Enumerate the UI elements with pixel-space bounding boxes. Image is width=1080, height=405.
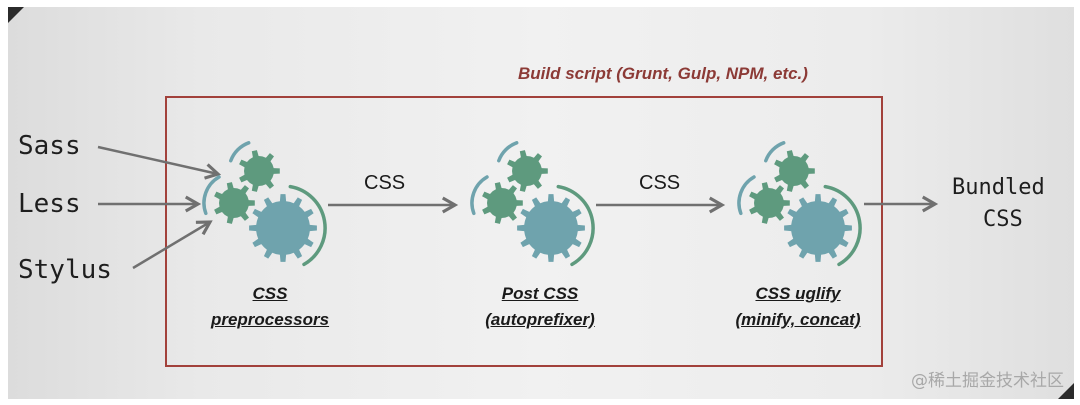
gears-icon <box>202 141 327 267</box>
watermark: @稀土掘金技术社区 <box>911 371 1064 391</box>
rotation-arc <box>737 175 756 216</box>
stage-preprocessors-label: CSS preprocessors <box>180 281 360 333</box>
connector-label-css-2: CSS <box>639 172 681 194</box>
gear-large <box>249 194 317 262</box>
stage-subtitle: (autoprefixer) <box>485 310 595 329</box>
build-script-frame <box>165 96 883 367</box>
corner-mark <box>8 7 24 23</box>
input-sass: Sass <box>18 131 81 161</box>
gear-small-left <box>482 182 523 224</box>
rotation-arc <box>202 175 221 216</box>
gear-small-top <box>774 150 815 192</box>
input-stylus: Stylus <box>18 255 112 285</box>
gear-small-top <box>239 150 280 192</box>
output-line1: Bundled <box>952 175 1045 200</box>
arrow-stylus <box>132 220 213 270</box>
arrow-sass <box>97 145 222 180</box>
build-script-label: Build script (Grunt, Gulp, NPM, etc.) <box>518 64 808 83</box>
stage-postcss-label: Post CSS (autoprefixer) <box>450 281 630 333</box>
corner-mark <box>1058 383 1074 399</box>
rotation-arc <box>288 184 327 267</box>
rotation-arc <box>229 141 251 163</box>
rotation-arc <box>823 184 862 267</box>
gear-small-top <box>507 150 548 192</box>
rotation-arc <box>764 141 786 163</box>
stage-title: Post CSS <box>501 284 579 303</box>
gear-large <box>784 194 852 262</box>
stage-uglify-label: CSS uglify (minify, concat) <box>708 281 888 333</box>
gears-icon <box>470 141 595 267</box>
input-less: Less <box>18 189 81 219</box>
gear-small-left <box>214 182 255 224</box>
stage-subtitle: preprocessors <box>210 310 330 329</box>
rotation-arc <box>556 184 595 267</box>
rotation-arc <box>497 141 519 163</box>
gear-small-left <box>749 182 790 224</box>
gear-large <box>517 194 585 262</box>
output-line2: CSS <box>983 207 1023 232</box>
connector-label-css-1: CSS <box>364 172 406 194</box>
stage-title: CSS <box>252 284 288 303</box>
rotation-arc <box>470 175 489 216</box>
gears-icon <box>737 141 862 267</box>
stage-subtitle: (minify, concat) <box>735 310 861 329</box>
stage-title: CSS uglify <box>755 284 841 303</box>
